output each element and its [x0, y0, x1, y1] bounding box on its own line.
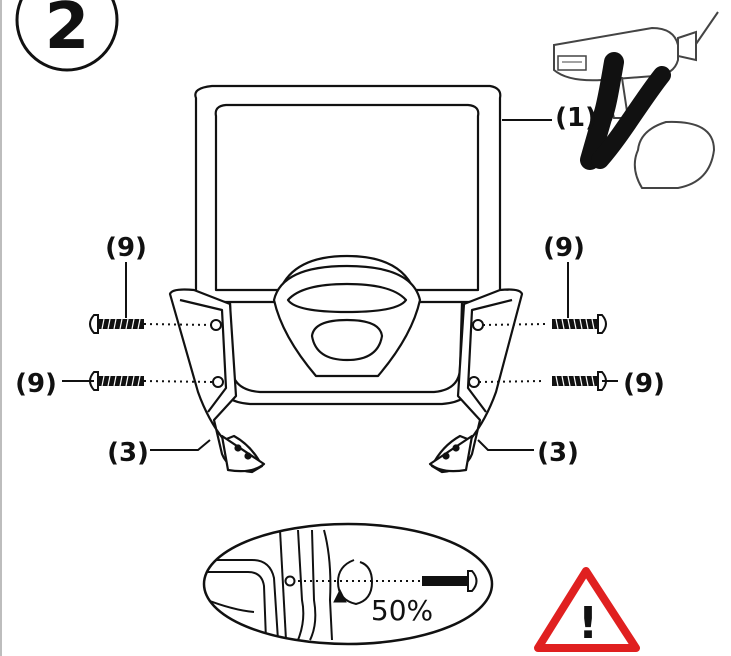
detail-callout: 50% [202, 522, 494, 646]
step-badge: 2 [15, 0, 119, 72]
screw-top-right [551, 314, 607, 334]
label-bracket-left: (3) [107, 438, 149, 468]
label-screw-top-left: (9) [105, 233, 147, 263]
left-bracket [168, 288, 266, 474]
label-screw-mid-right: (9) [623, 369, 665, 399]
warning-triangle-icon: ! [534, 567, 640, 652]
no-power-drill-icon [553, 11, 719, 189]
step-circle [15, 0, 119, 72]
screw-top-left [89, 314, 145, 334]
screw-mid-right [551, 371, 607, 391]
backrest [194, 84, 502, 406]
label-screw-top-right: (9) [543, 233, 585, 263]
step-number: 2 [45, 0, 90, 64]
alignment-lines [143, 323, 546, 383]
detail-screw [422, 570, 478, 592]
label-backrest: (1) [555, 103, 597, 133]
label-bracket-right: (3) [537, 438, 579, 468]
label-screw-mid-left: (9) [15, 369, 57, 399]
rotation-percentage: 50% [371, 594, 433, 627]
warning-symbol: ! [578, 598, 598, 649]
right-bracket [428, 288, 524, 474]
leader-lines [62, 119, 618, 451]
screw-mid-left [89, 371, 145, 391]
